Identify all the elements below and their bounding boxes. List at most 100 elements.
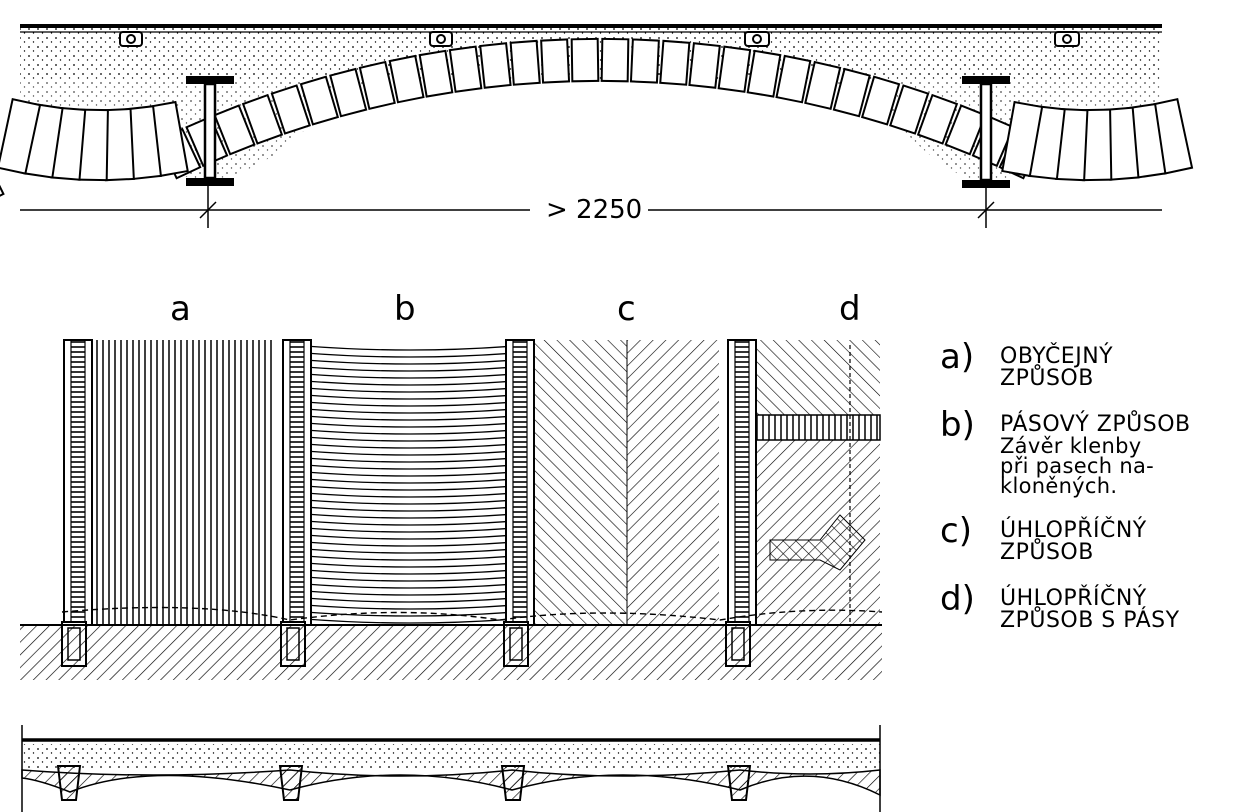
rib-web xyxy=(70,339,86,626)
brick xyxy=(688,42,721,89)
brick-course xyxy=(304,611,516,617)
panel-b xyxy=(304,345,516,624)
legend: a) OBYČEJNÝ ZPŮSOB b) PÁSOVÝ ZPŮSOB Závě… xyxy=(940,340,1230,650)
brick xyxy=(832,67,871,118)
legend-line: ÚHLOPŘÍČNÝ xyxy=(1000,518,1147,543)
legend-letter: a) xyxy=(940,337,975,377)
brick-course xyxy=(304,394,516,400)
brick xyxy=(746,49,782,98)
legend-line: OBYČEJNÝ xyxy=(1000,344,1114,369)
brick xyxy=(629,38,660,84)
brick xyxy=(659,39,691,86)
brick xyxy=(775,54,812,104)
brick-course xyxy=(304,534,516,540)
brick-course xyxy=(304,520,516,526)
brick xyxy=(329,67,368,118)
brick-course xyxy=(304,373,516,379)
brick-course xyxy=(304,597,516,603)
brick-course xyxy=(304,562,516,568)
brick xyxy=(944,104,987,156)
wall-hatch xyxy=(20,625,882,680)
brick-course xyxy=(304,576,516,582)
legend-note: Závěr klenby xyxy=(1000,434,1142,458)
brick xyxy=(717,45,752,93)
column-label-b: b xyxy=(394,289,416,329)
brick-course xyxy=(304,450,516,456)
brick-course xyxy=(304,478,516,484)
rib-web xyxy=(734,339,750,626)
panel-d xyxy=(754,340,881,625)
legend-letter: d) xyxy=(940,579,975,619)
legend-letter: b) xyxy=(940,405,975,445)
brick-course xyxy=(304,527,516,533)
i-beam-right xyxy=(962,76,1010,188)
rib-web xyxy=(289,339,305,626)
i-beam-left xyxy=(186,76,234,186)
brick-course xyxy=(304,401,516,407)
brick-course xyxy=(304,583,516,589)
legend-item-a: a) OBYČEJNÝ ZPŮSOB xyxy=(940,340,1230,390)
brick-course xyxy=(304,485,516,491)
column-label-c: c xyxy=(617,289,636,329)
brick xyxy=(540,38,571,84)
brick-course xyxy=(304,415,516,421)
legend-line: PÁSOVÝ ZPŮSOB xyxy=(1000,412,1191,437)
brick-course xyxy=(304,492,516,498)
brick xyxy=(448,45,483,93)
legend-line: ZPŮSOB S PÁSY xyxy=(1000,608,1180,633)
legend-item-c: c) ÚHLOPŘÍČNÝ ZPŮSOB xyxy=(940,514,1230,564)
legend-note: kloněných. xyxy=(1000,474,1118,498)
brick-course xyxy=(304,359,516,365)
thin-vault-section xyxy=(21,725,881,812)
brick-course xyxy=(304,618,516,624)
anchor-details xyxy=(119,31,1080,47)
legend-letter: c) xyxy=(940,511,972,551)
brick-course xyxy=(304,429,516,435)
brick-course xyxy=(304,548,516,554)
brick xyxy=(213,104,256,156)
brick-course xyxy=(304,555,516,561)
brick-course xyxy=(304,380,516,386)
arch-cross-section xyxy=(0,24,1194,228)
brick xyxy=(418,49,454,98)
brick xyxy=(509,39,541,86)
brick-course xyxy=(304,345,516,351)
brick xyxy=(600,37,630,83)
brick xyxy=(358,60,396,110)
brick xyxy=(479,42,512,89)
panel-a xyxy=(62,340,272,625)
brick-course xyxy=(304,408,516,414)
brick-course xyxy=(304,464,516,470)
panel-c xyxy=(530,340,719,625)
brick-course xyxy=(304,436,516,442)
brick xyxy=(241,93,284,145)
brick-course xyxy=(304,366,516,372)
brick xyxy=(916,93,959,145)
brick xyxy=(860,75,901,126)
brick-course xyxy=(304,499,516,505)
brick-course xyxy=(304,604,516,610)
legend-note: při pasech na- xyxy=(1000,454,1155,478)
legend-item-d: d) ÚHLOPŘÍČNÝ ZPŮSOB S PÁSY xyxy=(940,582,1230,632)
brick xyxy=(388,54,425,104)
brick-course xyxy=(304,513,516,519)
span-dimension-label: > 2250 xyxy=(540,197,649,223)
brick-course xyxy=(304,352,516,358)
vault-plan-views xyxy=(20,339,883,680)
brick xyxy=(299,75,340,126)
brick-course xyxy=(304,569,516,575)
column-label-d: d xyxy=(839,289,861,329)
brick-course xyxy=(304,443,516,449)
brick-course xyxy=(304,422,516,428)
brick xyxy=(804,60,842,110)
brick xyxy=(889,84,930,135)
column-label-a: a xyxy=(170,289,191,329)
brick xyxy=(570,37,600,83)
legend-line: ÚHLOPŘÍČNÝ xyxy=(1000,586,1147,611)
brick-course xyxy=(304,590,516,596)
legend-line: ZPŮSOB xyxy=(1000,540,1094,565)
legend-item-b: b) PÁSOVÝ ZPŮSOB Závěr klenby při pasech… xyxy=(940,405,1230,498)
brick-course xyxy=(304,541,516,547)
brick-course xyxy=(304,387,516,393)
